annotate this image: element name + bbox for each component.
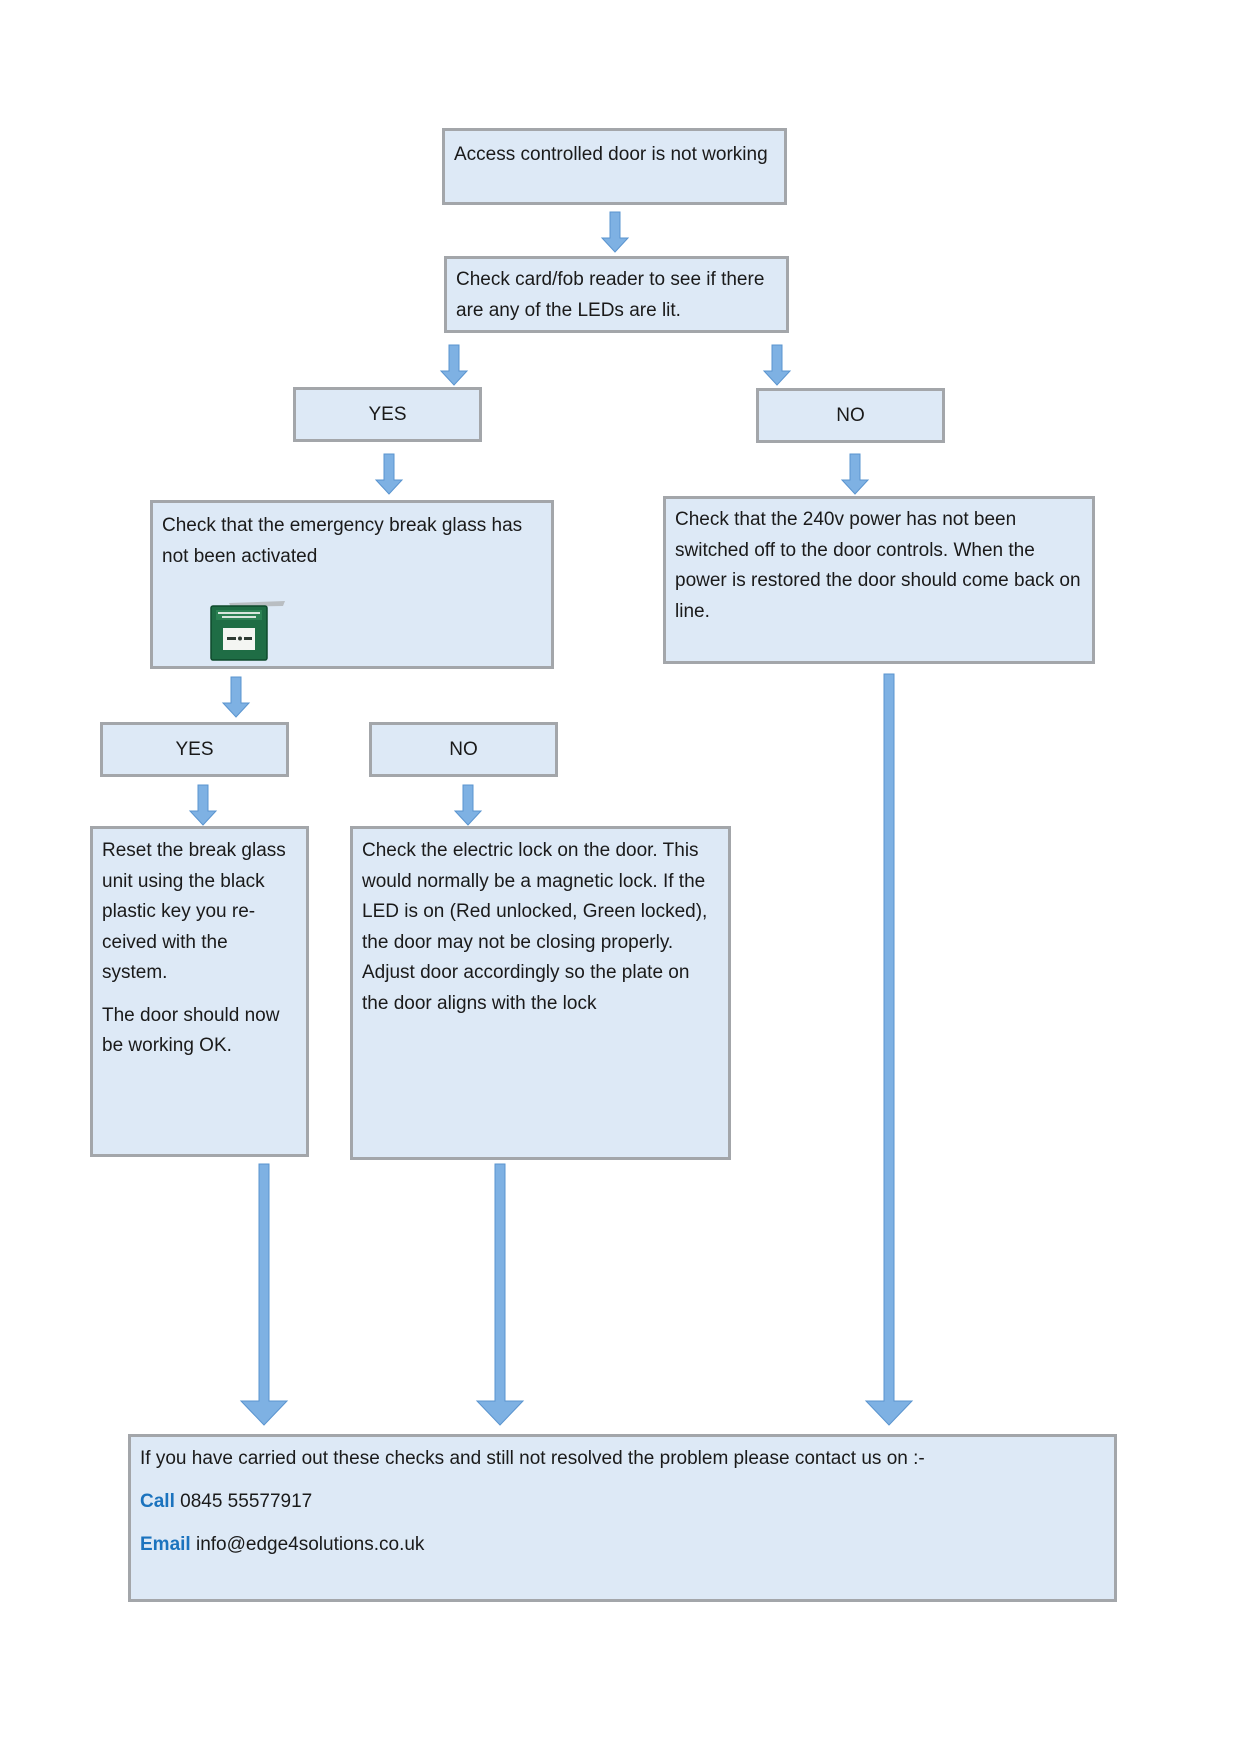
arrow-no-to-lock xyxy=(453,784,483,826)
call-label: Call xyxy=(140,1491,175,1512)
contact-box: If you have carried out these checks and… xyxy=(128,1434,1117,1602)
check-reader-text: Check card/fob reader to see if there ar… xyxy=(456,269,765,321)
leds-yes-label: YES xyxy=(368,404,407,425)
arrow-reset-to-contact xyxy=(239,1163,289,1426)
check-reader-box: Check card/fob reader to see if there ar… xyxy=(444,256,789,333)
arrow-start-to-reader xyxy=(600,211,630,253)
contact-call-line: Call 0845 55577917 xyxy=(140,1485,1105,1518)
arrow-reader-to-no xyxy=(762,344,792,386)
reset-break-glass-box: Reset the break glass unit using the bla… xyxy=(90,826,309,1157)
emergency-break-glass-icon xyxy=(210,601,285,661)
arrow-reader-to-yes xyxy=(439,344,469,386)
check-lock-box: Check the electric lock on the door. Thi… xyxy=(350,826,731,1160)
email-address[interactable]: info@edge4solutions.co.uk xyxy=(195,1534,425,1555)
leds-no-label: NO xyxy=(836,405,865,426)
glass-no-label: NO xyxy=(449,739,478,760)
arrow-yes-to-break-glass xyxy=(374,453,404,495)
call-number[interactable]: 0845 55577917 xyxy=(180,1491,313,1512)
arrow-lock-to-contact xyxy=(475,1163,525,1426)
contact-intro: If you have carried out these checks and… xyxy=(140,1448,925,1469)
door-working-text: The door should now be working OK. xyxy=(102,1004,280,1057)
reset-break-glass-text: Reset the break glass unit using the bla… xyxy=(102,840,286,983)
check-power-text: Check that the 240v power has not been s… xyxy=(675,509,1081,622)
arrow-power-to-contact xyxy=(864,673,914,1426)
glass-yes-label: YES xyxy=(175,739,214,760)
contact-email-line: Email info@edge4solutions.co.uk xyxy=(140,1528,1105,1561)
glass-no-box: NO xyxy=(369,722,558,777)
glass-yes-box: YES xyxy=(100,722,289,777)
leds-yes-box: YES xyxy=(293,387,482,442)
arrow-yes-to-reset xyxy=(188,784,218,826)
email-label: Email xyxy=(140,1534,191,1555)
start-box: Access controlled door is not working xyxy=(442,128,787,205)
check-break-glass-text: Check that the emergency break glass has… xyxy=(162,515,523,567)
start-text: Access controlled door is not working xyxy=(454,144,768,165)
leds-no-box: NO xyxy=(756,388,945,443)
arrow-break-glass-to-yes xyxy=(221,676,251,718)
check-power-box: Check that the 240v power has not been s… xyxy=(663,496,1095,664)
arrow-no-to-power xyxy=(840,453,870,495)
check-lock-text: Check the electric lock on the door. Thi… xyxy=(362,840,708,1014)
check-break-glass-box: Check that the emergency break glass has… xyxy=(150,500,554,669)
